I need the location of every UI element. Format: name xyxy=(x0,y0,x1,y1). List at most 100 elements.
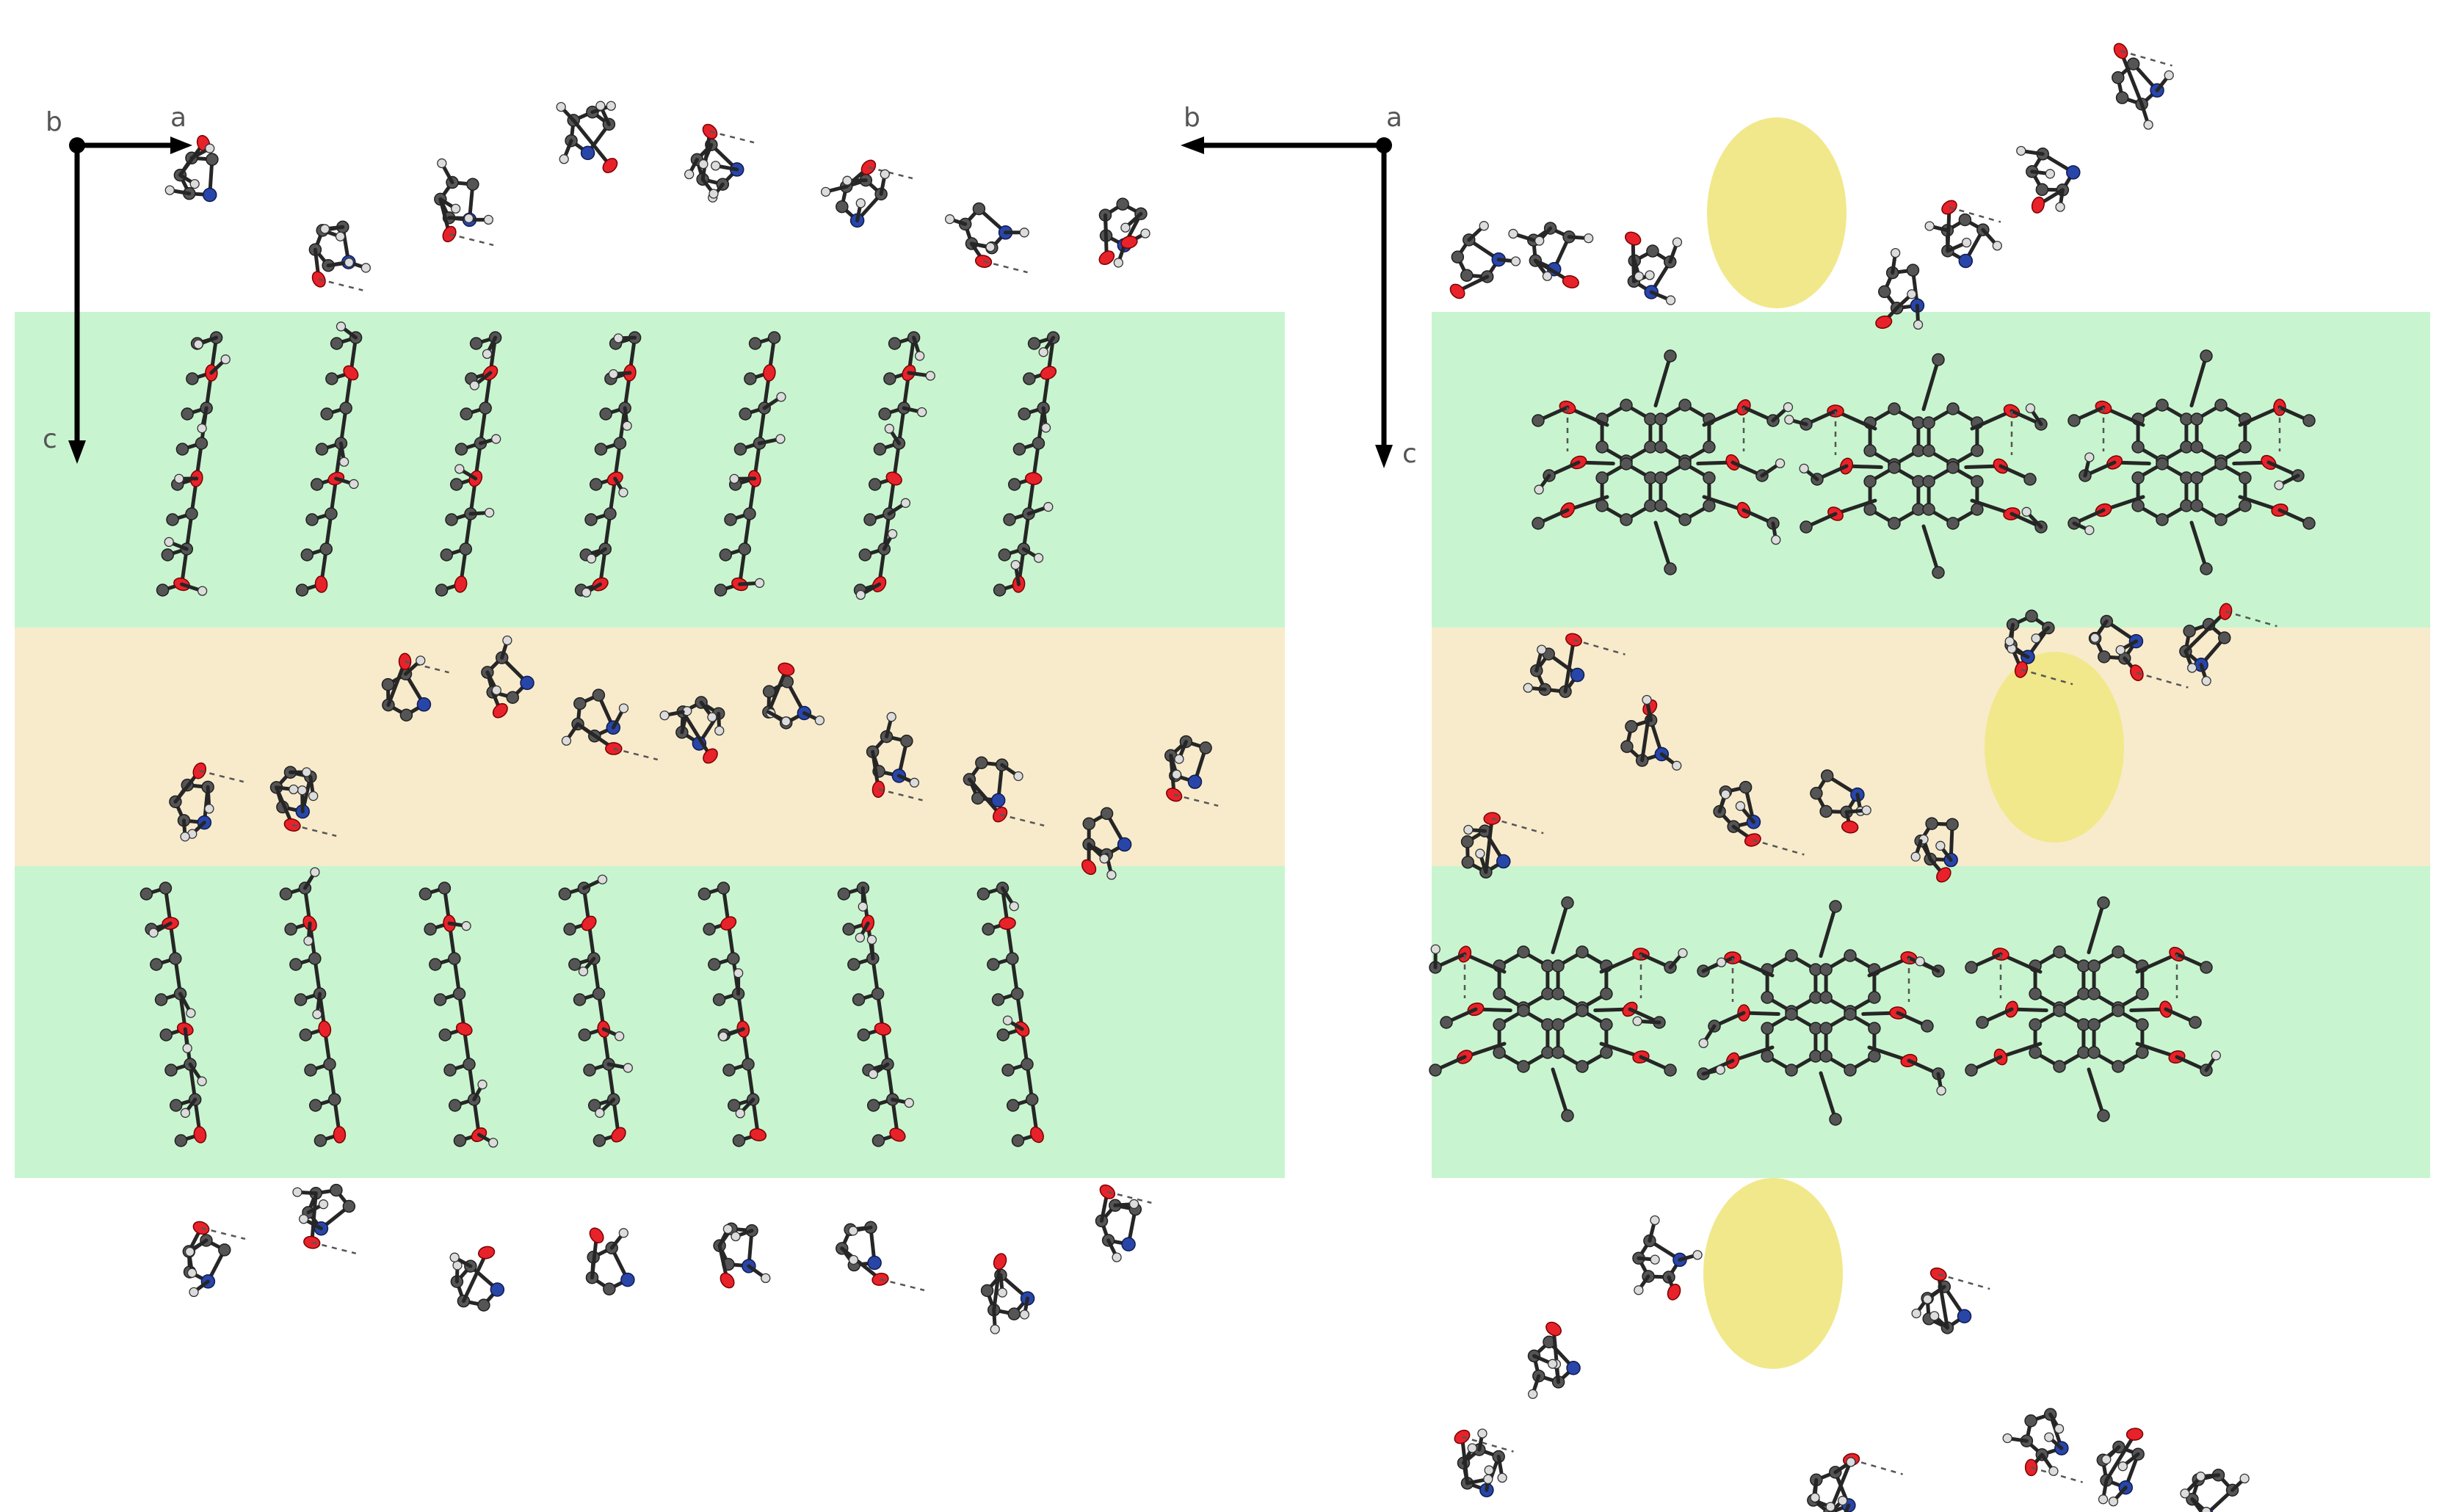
stacked-ring-column xyxy=(279,867,347,1147)
cavity-top xyxy=(1707,117,1847,308)
covalent-bond xyxy=(2189,520,2208,571)
nitrogen-atom xyxy=(1570,667,1585,683)
hydrogen-atom xyxy=(1861,805,1871,815)
carbon-atom xyxy=(613,437,627,450)
hydrogen-atom xyxy=(1924,221,1935,231)
pyrrolidinium-fragment xyxy=(2112,43,2174,130)
left-axis-c-arrowhead xyxy=(68,440,86,464)
hydrogen-atom xyxy=(729,473,739,484)
left-orange-band xyxy=(15,628,1285,866)
stacked-ring-column xyxy=(418,882,499,1148)
carbon-atom xyxy=(980,1284,994,1298)
hydrogen-atom xyxy=(2002,1433,2012,1444)
carbon-atom xyxy=(295,584,309,597)
carbon-atom xyxy=(712,993,726,1006)
stacked-ring-column xyxy=(156,331,231,597)
hydrogen-bond xyxy=(200,1226,246,1240)
carbon-atom xyxy=(308,1099,322,1112)
carbon-atom xyxy=(1646,244,1659,258)
carbon-atom xyxy=(399,708,413,722)
carbon-atom xyxy=(1761,1022,1774,1035)
hydrogen-atom xyxy=(1922,1294,1933,1304)
hydrogen-atom xyxy=(477,1079,488,1090)
stacked-ring-column xyxy=(558,874,633,1147)
oxygen-atom xyxy=(1024,472,1043,485)
hydrogen-atom xyxy=(904,1097,914,1108)
carbon-atom xyxy=(1551,959,1565,973)
oxygen-atom xyxy=(1098,250,1115,266)
carbon-atom xyxy=(748,337,762,350)
hydrogen-atom xyxy=(2044,1432,2054,1442)
carbon-atom xyxy=(1739,780,1753,794)
hydrogen-atom xyxy=(1650,1254,1660,1265)
carbon-atom xyxy=(2025,609,2038,623)
carbon-atom xyxy=(438,1028,452,1042)
carbon-atom xyxy=(1921,1019,1934,1033)
carbon-atom xyxy=(330,337,344,350)
hydrogen-atom xyxy=(338,457,349,467)
carbon-atom xyxy=(1819,804,1833,818)
hydrogen-bond xyxy=(2136,672,2189,688)
carbon-atom xyxy=(1460,269,1474,282)
nitrogen-atom xyxy=(620,1272,635,1287)
hydrogen-atom xyxy=(1715,1064,1725,1075)
carbon-atom xyxy=(1082,817,1095,831)
hydrogen-atom xyxy=(1783,402,1794,412)
carbon-atom xyxy=(2190,471,2203,484)
right-panel-molecules xyxy=(1429,43,2316,1512)
carbon-atom xyxy=(1819,991,1833,1004)
oxygen-atom xyxy=(318,1020,332,1038)
carbon-atom xyxy=(900,734,913,748)
hydrogen-bond xyxy=(880,1278,925,1292)
hydrogen-atom xyxy=(1106,870,1117,880)
carbon-atom xyxy=(866,1099,880,1112)
carbon-atom xyxy=(1819,1022,1833,1035)
covalent-bond xyxy=(310,1191,318,1245)
carbon-atom xyxy=(2131,440,2145,454)
hydrogen-atom xyxy=(556,102,566,112)
carbon-atom xyxy=(589,478,603,491)
carbon-atom xyxy=(1440,1016,1453,1029)
pyrrolidinium-fragment xyxy=(556,101,618,173)
carbon-atom xyxy=(1517,1060,1530,1073)
carbon-atom xyxy=(2200,562,2213,575)
carbon-atom xyxy=(727,1099,741,1112)
carbon-atom xyxy=(2112,71,2125,84)
carbon-atom xyxy=(2112,1004,2125,1017)
carbon-atom xyxy=(304,1064,317,1077)
hydrogen-atom xyxy=(1467,1443,1477,1453)
carbon-atom xyxy=(599,407,612,421)
carbon-atom xyxy=(1595,440,1609,454)
hydrogen-atom xyxy=(186,1008,196,1018)
nitrogen-atom xyxy=(1957,1309,1972,1323)
pyrrolidinium-fragment xyxy=(1807,1453,1903,1512)
oxygen-atom xyxy=(874,1022,891,1036)
hydrogen-atom xyxy=(1911,1308,1921,1319)
carbon-atom xyxy=(181,407,194,421)
hydrogen-atom xyxy=(1112,1252,1122,1262)
carbon-atom xyxy=(1810,787,1823,800)
carbon-atom xyxy=(858,548,872,561)
carbon-atom xyxy=(506,691,520,704)
nitrogen-atom xyxy=(1121,1237,1136,1251)
carbon-atom xyxy=(477,1298,490,1312)
carbon-atom xyxy=(2302,414,2316,427)
carbon-atom xyxy=(1922,475,1935,488)
carbon-atom xyxy=(320,407,333,421)
hydrogen-atom xyxy=(1463,824,1474,835)
hydrogen-atom xyxy=(186,1268,197,1278)
carbon-atom xyxy=(2087,1018,2101,1031)
pyrrolidinium-fragment xyxy=(1081,807,1132,880)
carbon-atom xyxy=(169,1099,183,1112)
pyrrolidinium-fragment xyxy=(1910,817,1959,883)
carbon-atom xyxy=(2029,1018,2042,1031)
carbon-atom xyxy=(1971,475,1984,488)
hydrogen-atom xyxy=(2201,1506,2211,1512)
carbon-atom xyxy=(998,548,1012,561)
carbon-atom xyxy=(452,987,466,1000)
hydrogen-atom xyxy=(2021,506,2032,517)
covalent-bond xyxy=(1844,1503,1851,1512)
pyrrolidinium-fragment xyxy=(1924,200,2002,269)
hydrogen-bond xyxy=(1491,817,1544,835)
pyrrolidinium-fragment xyxy=(169,762,244,842)
